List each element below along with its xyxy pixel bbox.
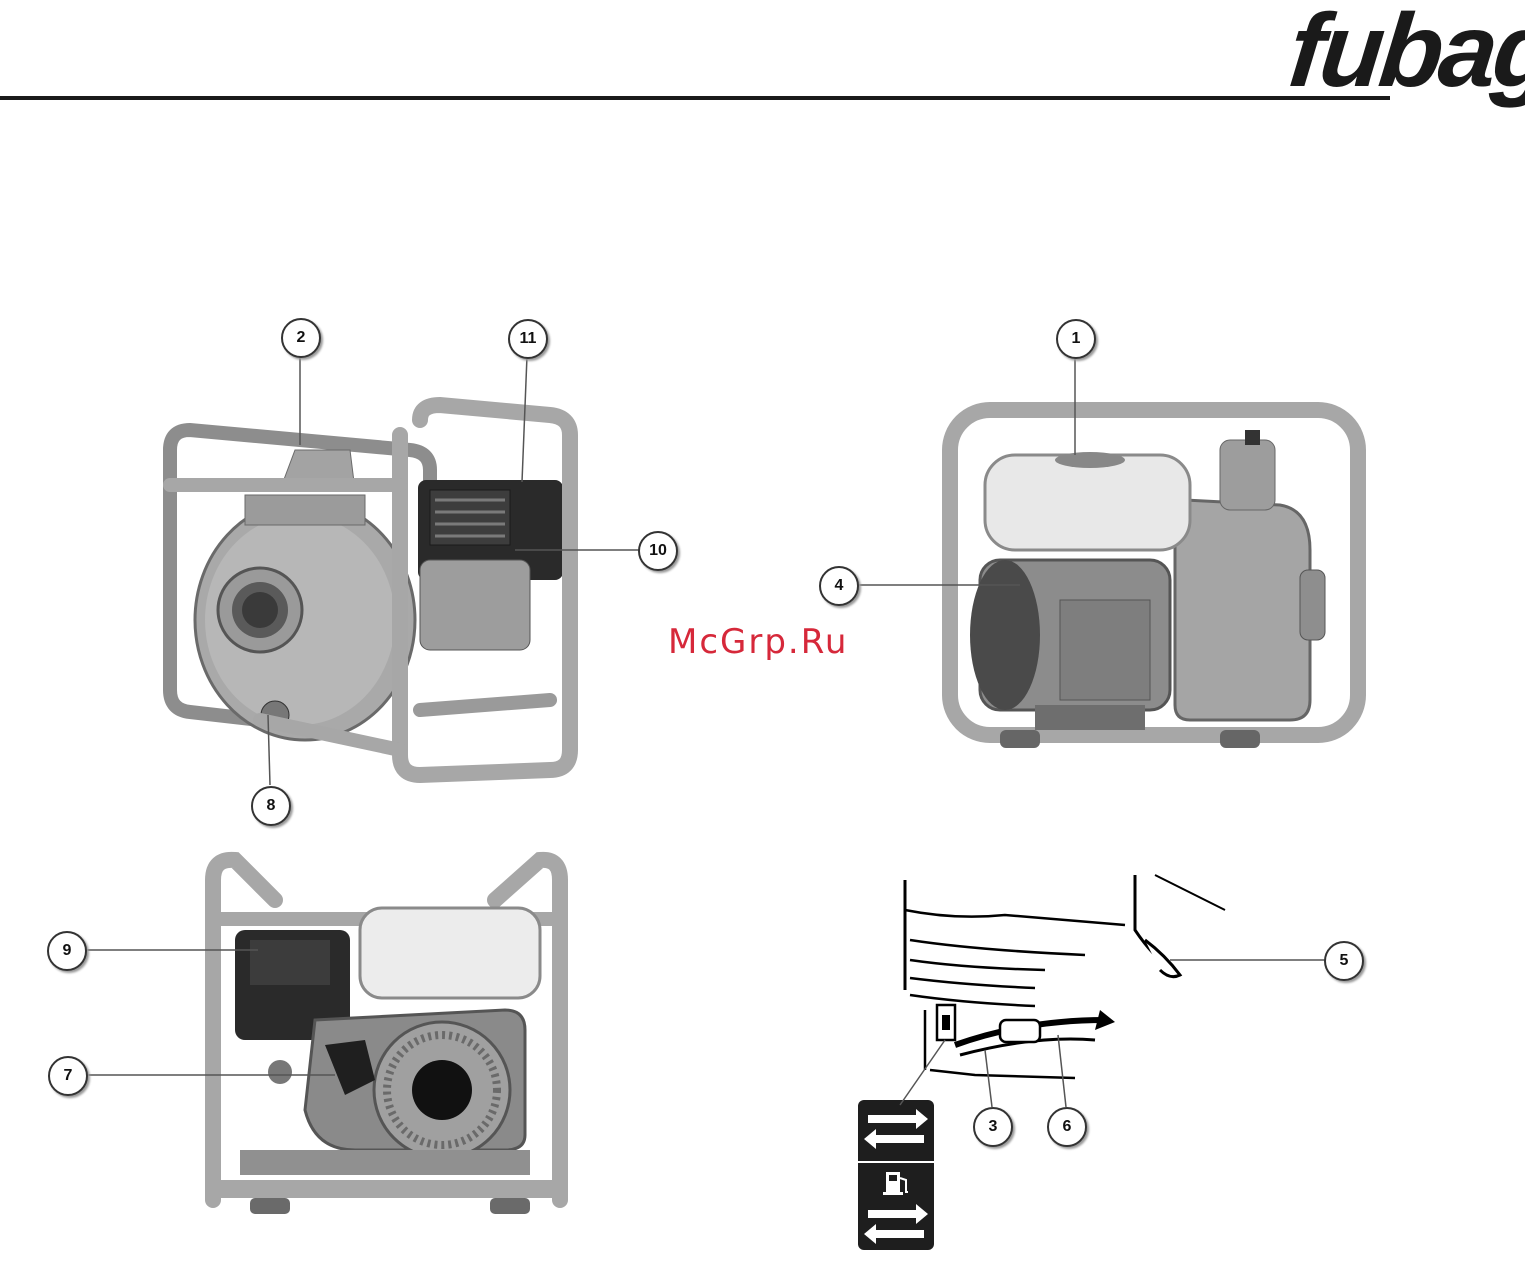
callout-9: 9 [47,931,87,971]
callout-11: 11 [508,319,548,359]
callout-3: 3 [973,1107,1013,1147]
callout-1: 1 [1056,319,1096,359]
watermark-text: McGrp.Ru [668,622,848,662]
callout-5: 5 [1324,941,1364,981]
callout-10: 10 [638,531,678,571]
callout-8: 8 [251,786,291,826]
callout-2: 2 [281,318,321,358]
callout-6: 6 [1047,1107,1087,1147]
callout-4: 4 [819,566,859,606]
callout-7: 7 [48,1056,88,1096]
